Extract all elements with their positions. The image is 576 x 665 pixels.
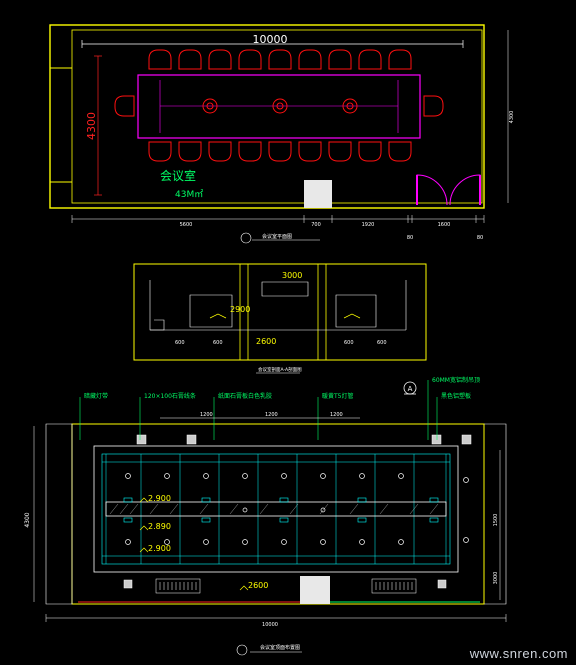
room-label: 会议室 <box>160 168 196 183</box>
ceiling-bottom-dim: 10000 <box>262 622 278 628</box>
ceiling-top-dim-3: 1200 <box>330 412 343 418</box>
floor-plan: 10000 4300 4300 <box>49 24 515 244</box>
plan-dim-4: 80 <box>407 235 413 241</box>
plan-height-dim: 4300 <box>85 112 98 140</box>
elevation-frame <box>133 263 427 361</box>
callout-1: 暗藏灯带 <box>84 392 108 400</box>
area-label: 43M㎡ <box>175 189 203 200</box>
ceiling-caption-circle <box>236 644 248 656</box>
ceiling-top-dim-1: 1200 <box>200 412 213 418</box>
plan-bottom-dims <box>71 215 485 223</box>
plan-dim-2: 700 <box>311 222 321 228</box>
ceiling-top-dim-2: 1200 <box>265 412 278 418</box>
ceiling-right-dim-1: 1500 <box>493 514 499 527</box>
plan-dim-3: 1920 <box>362 222 375 228</box>
elev-base-dim-2: 600 <box>213 340 223 346</box>
level-2: 2.890 <box>148 522 171 531</box>
plan-inner-wall <box>71 29 483 204</box>
door <box>416 174 481 206</box>
level-3: 2.900 <box>148 544 171 553</box>
ceiling-caption: 会议室顶面布置图 <box>260 644 300 651</box>
elev-base-dim-4: 600 <box>377 340 387 346</box>
ceiling-plan: 暗藏灯带 120×100石膏线条 纸面石膏板白色乳胶 暖黄T5灯管 60MM宽铝… <box>24 376 507 656</box>
plan-caption-circle <box>240 232 252 244</box>
plan-dim-6: 80 <box>477 235 483 241</box>
callout-5: 60MM宽铝制吊顶 <box>432 376 480 384</box>
ceiling-right-dim-2: 3000 <box>493 572 499 585</box>
downlight-icons <box>125 473 469 545</box>
level-bottom: 2600 <box>248 581 268 590</box>
plan-width-dim: 10000 <box>253 33 288 46</box>
plan-right-dim: 4300 <box>509 111 515 124</box>
callout-2: 120×100石膏线条 <box>144 392 196 400</box>
section-elevation: 3000 2900 2600 600 600 600 600 会议室剖面A-A剖… <box>133 263 427 374</box>
chairs-bottom <box>148 141 412 162</box>
plan-caption: 会议室平面图 <box>262 233 292 240</box>
chairs-top <box>148 49 412 70</box>
ceiling-outer-wall <box>71 423 485 605</box>
watermark: www.snren.com <box>469 646 568 661</box>
elev-base-dim-3: 600 <box>344 340 354 346</box>
conference-table <box>137 74 421 139</box>
callout-6: 黑色铝塑板 <box>441 392 471 400</box>
elevation-caption: 会议室剖面A-A剖面图 <box>258 366 302 373</box>
callout-4: 暖黄T5灯管 <box>322 392 353 400</box>
chairs-ends <box>114 95 444 117</box>
light-strip <box>105 501 447 517</box>
ceiling-left-dim: 4300 <box>24 512 31 527</box>
plant-icon <box>202 98 358 114</box>
air-vent-icons <box>155 578 417 594</box>
plan-dim-5: 1600 <box>438 222 451 228</box>
plan-outer-wall <box>49 24 485 209</box>
elev-dim-2900: 2900 <box>230 305 250 314</box>
elev-dim-3000: 3000 <box>282 271 302 280</box>
plan-dim-1: 5600 <box>180 222 193 228</box>
elev-dim-2600: 2600 <box>256 337 276 346</box>
elev-base-dim-1: 600 <box>175 340 185 346</box>
section-marker-label: A <box>408 385 413 393</box>
callout-3: 纸面石膏板白色乳胶 <box>218 392 272 400</box>
level-1: 2.900 <box>148 494 171 503</box>
